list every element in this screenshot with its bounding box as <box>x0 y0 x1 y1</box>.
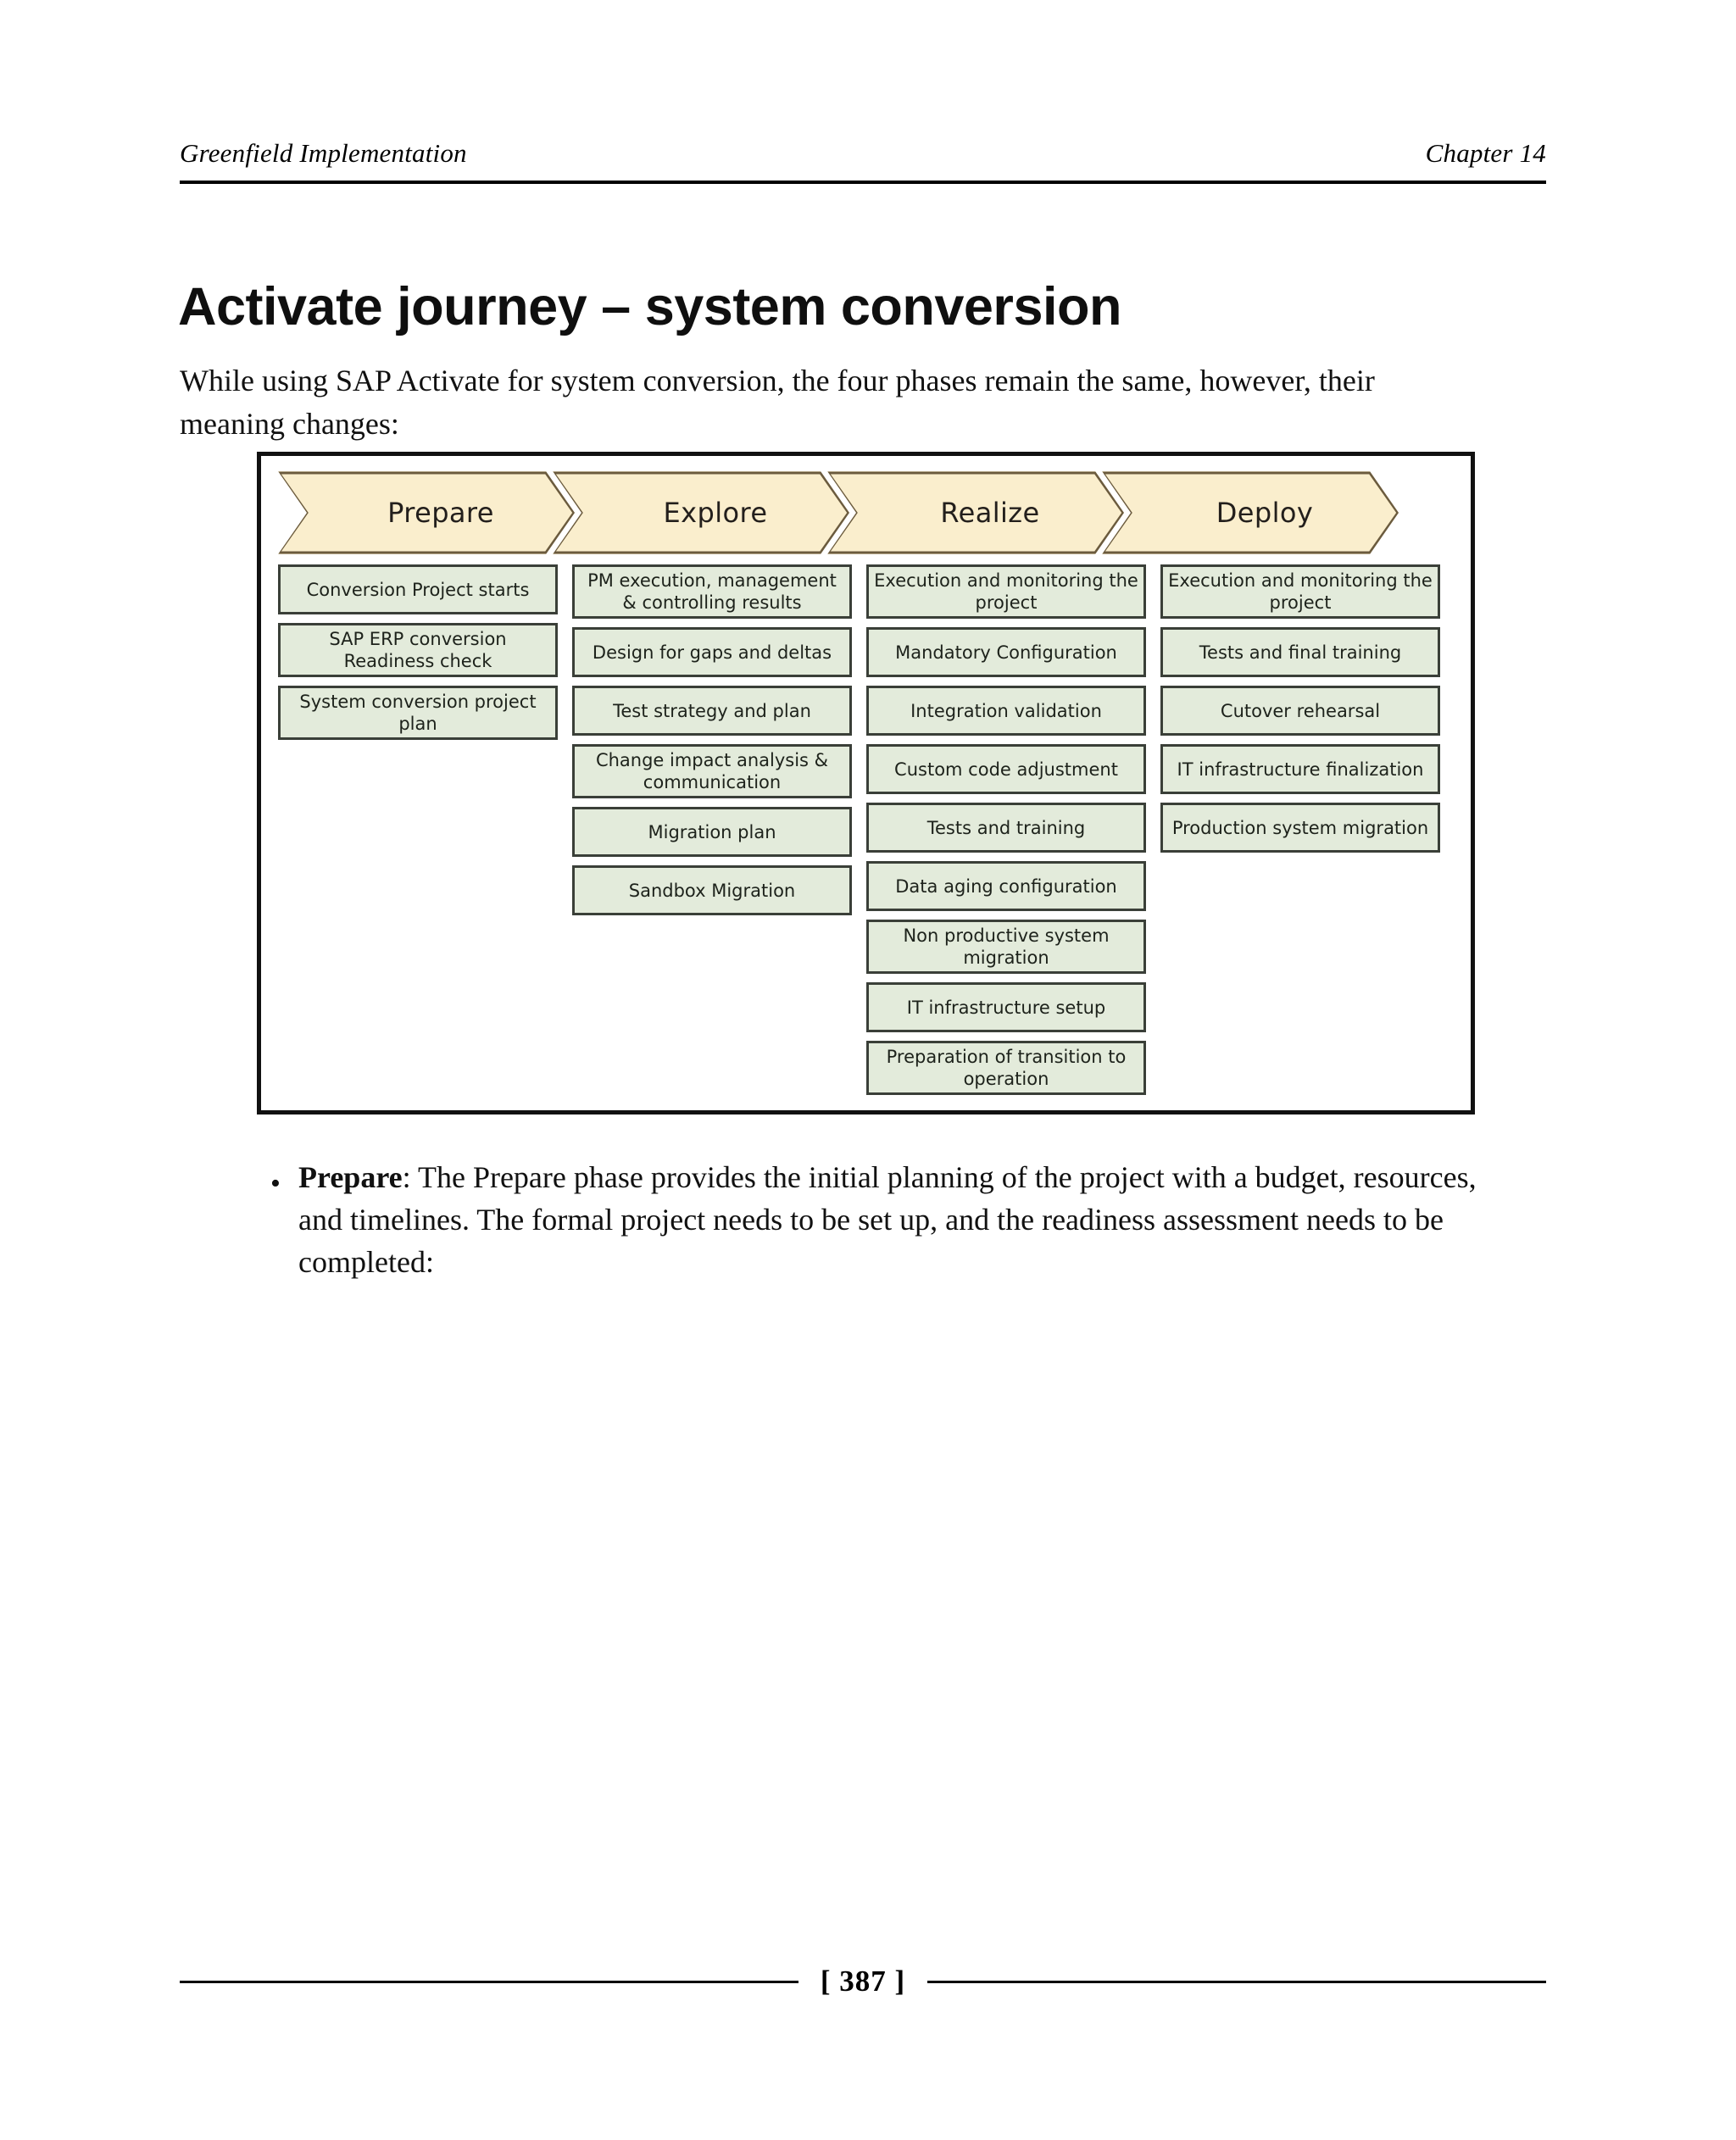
task-box: Change impact analysis & communication <box>572 744 852 798</box>
task-box: Execution and monitoring the project <box>1160 564 1440 619</box>
page-footer: [ 387 ] <box>180 1965 1546 1998</box>
task-box: Test strategy and plan <box>572 686 852 736</box>
task-box: IT infrastructure finalization <box>1160 744 1440 794</box>
phase-chevron-prepare: Prepare <box>278 471 575 554</box>
footer-rule-left <box>180 1980 798 1983</box>
task-box: Cutover rehearsal <box>1160 686 1440 736</box>
running-header: Greenfield Implementation Chapter 14 <box>180 138 1546 169</box>
task-box: Execution and monitoring the project <box>866 564 1146 619</box>
bullet-lead-prepare: Prepare <box>298 1160 403 1194</box>
task-box: IT infrastructure setup <box>866 982 1146 1032</box>
task-box: Preparation of transition to operation <box>866 1041 1146 1095</box>
page-title: Activate journey – system conversion <box>178 277 1121 337</box>
activate-journey-figure: Prepare Explore Realize Deploy Conversion P… <box>257 452 1475 1114</box>
task-box: Production system migration <box>1160 803 1440 853</box>
task-box: Sandbox Migration <box>572 865 852 915</box>
phase-chevron-label: Realize <box>940 497 1040 529</box>
running-header-right: Chapter 14 <box>1425 138 1546 168</box>
task-box: PM execution, management & controlling r… <box>572 564 852 619</box>
task-box: Data aging configuration <box>866 861 1146 911</box>
task-box: Tests and training <box>866 803 1146 853</box>
running-header-left: Greenfield Implementation <box>180 138 467 168</box>
task-box: Migration plan <box>572 807 852 857</box>
phase-chevron-label: Prepare <box>387 497 494 529</box>
task-box: Integration validation <box>866 686 1146 736</box>
header-divider <box>180 181 1546 184</box>
bullet-text-prepare: : The Prepare phase provides the initial… <box>298 1160 1477 1279</box>
bullet-list: • Prepare: The Prepare phase provides th… <box>270 1156 1502 1283</box>
phase-chevron-band: Prepare Explore Realize Deploy <box>278 471 1456 554</box>
phase-chevron-deploy: Deploy <box>1102 471 1399 554</box>
phase-chevron-explore: Explore <box>553 471 849 554</box>
task-box: System conversion project plan <box>278 686 558 740</box>
bullet-marker: • <box>270 1168 281 1199</box>
task-box: Non productive system migration <box>866 920 1146 974</box>
phase-chevron-label: Deploy <box>1216 497 1314 529</box>
phase-chevron-label: Explore <box>663 497 768 529</box>
footer-rule-right <box>927 1980 1546 1983</box>
phase-chevron-realize: Realize <box>827 471 1124 554</box>
task-box: Tests and final training <box>1160 627 1440 677</box>
task-box: Mandatory Configuration <box>866 627 1146 677</box>
page-number: [ 387 ] <box>820 1965 906 1998</box>
task-column-explore: PM execution, management & controlling r… <box>572 564 852 915</box>
task-box: Design for gaps and deltas <box>572 627 852 677</box>
intro-paragraph: While using SAP Activate for system conv… <box>180 364 1375 441</box>
task-box: Custom code adjustment <box>866 744 1146 794</box>
task-box: SAP ERP conversion Readiness check <box>278 623 558 677</box>
task-box: Conversion Project starts <box>278 564 558 614</box>
